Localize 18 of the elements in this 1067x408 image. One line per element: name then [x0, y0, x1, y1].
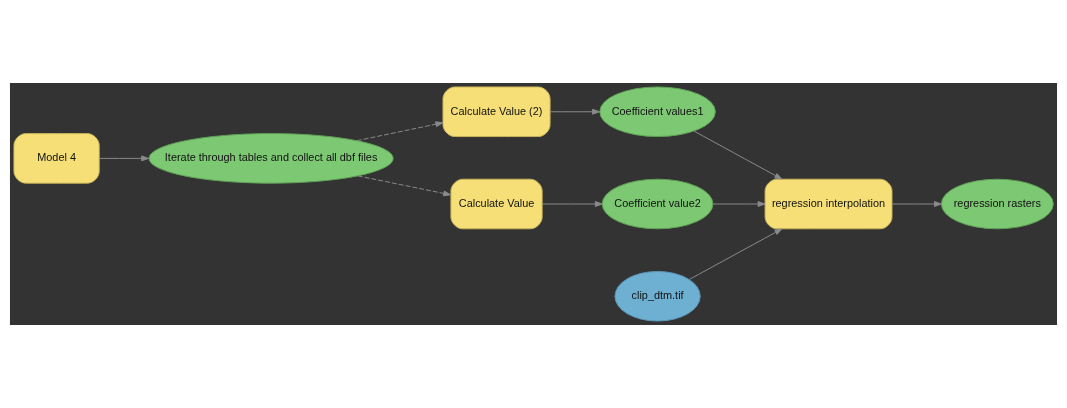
node-ellipse: clip_dtm.tif	[614, 270, 701, 322]
arrow	[98, 155, 150, 162]
node-box: regression interpolation	[764, 178, 893, 230]
arrow	[550, 108, 600, 115]
arrow	[891, 201, 942, 207]
arrow	[356, 121, 444, 142]
node-box: Calculate Value	[450, 178, 543, 230]
node-box: Calculate Value (2)	[442, 86, 551, 138]
arrow	[712, 201, 766, 207]
node-box: Model 4	[13, 133, 100, 184]
arrow	[357, 175, 452, 197]
arrow	[688, 228, 783, 281]
node-ellipse: regression rasters	[940, 178, 1054, 230]
node-ellipse: Coefficient values1	[599, 86, 716, 138]
arrow	[693, 130, 783, 180]
node-ellipse: Iterate through tables and collect all dbf files	[148, 133, 394, 184]
arrow	[541, 201, 603, 207]
node-ellipse: Coefficient value2	[601, 178, 714, 230]
